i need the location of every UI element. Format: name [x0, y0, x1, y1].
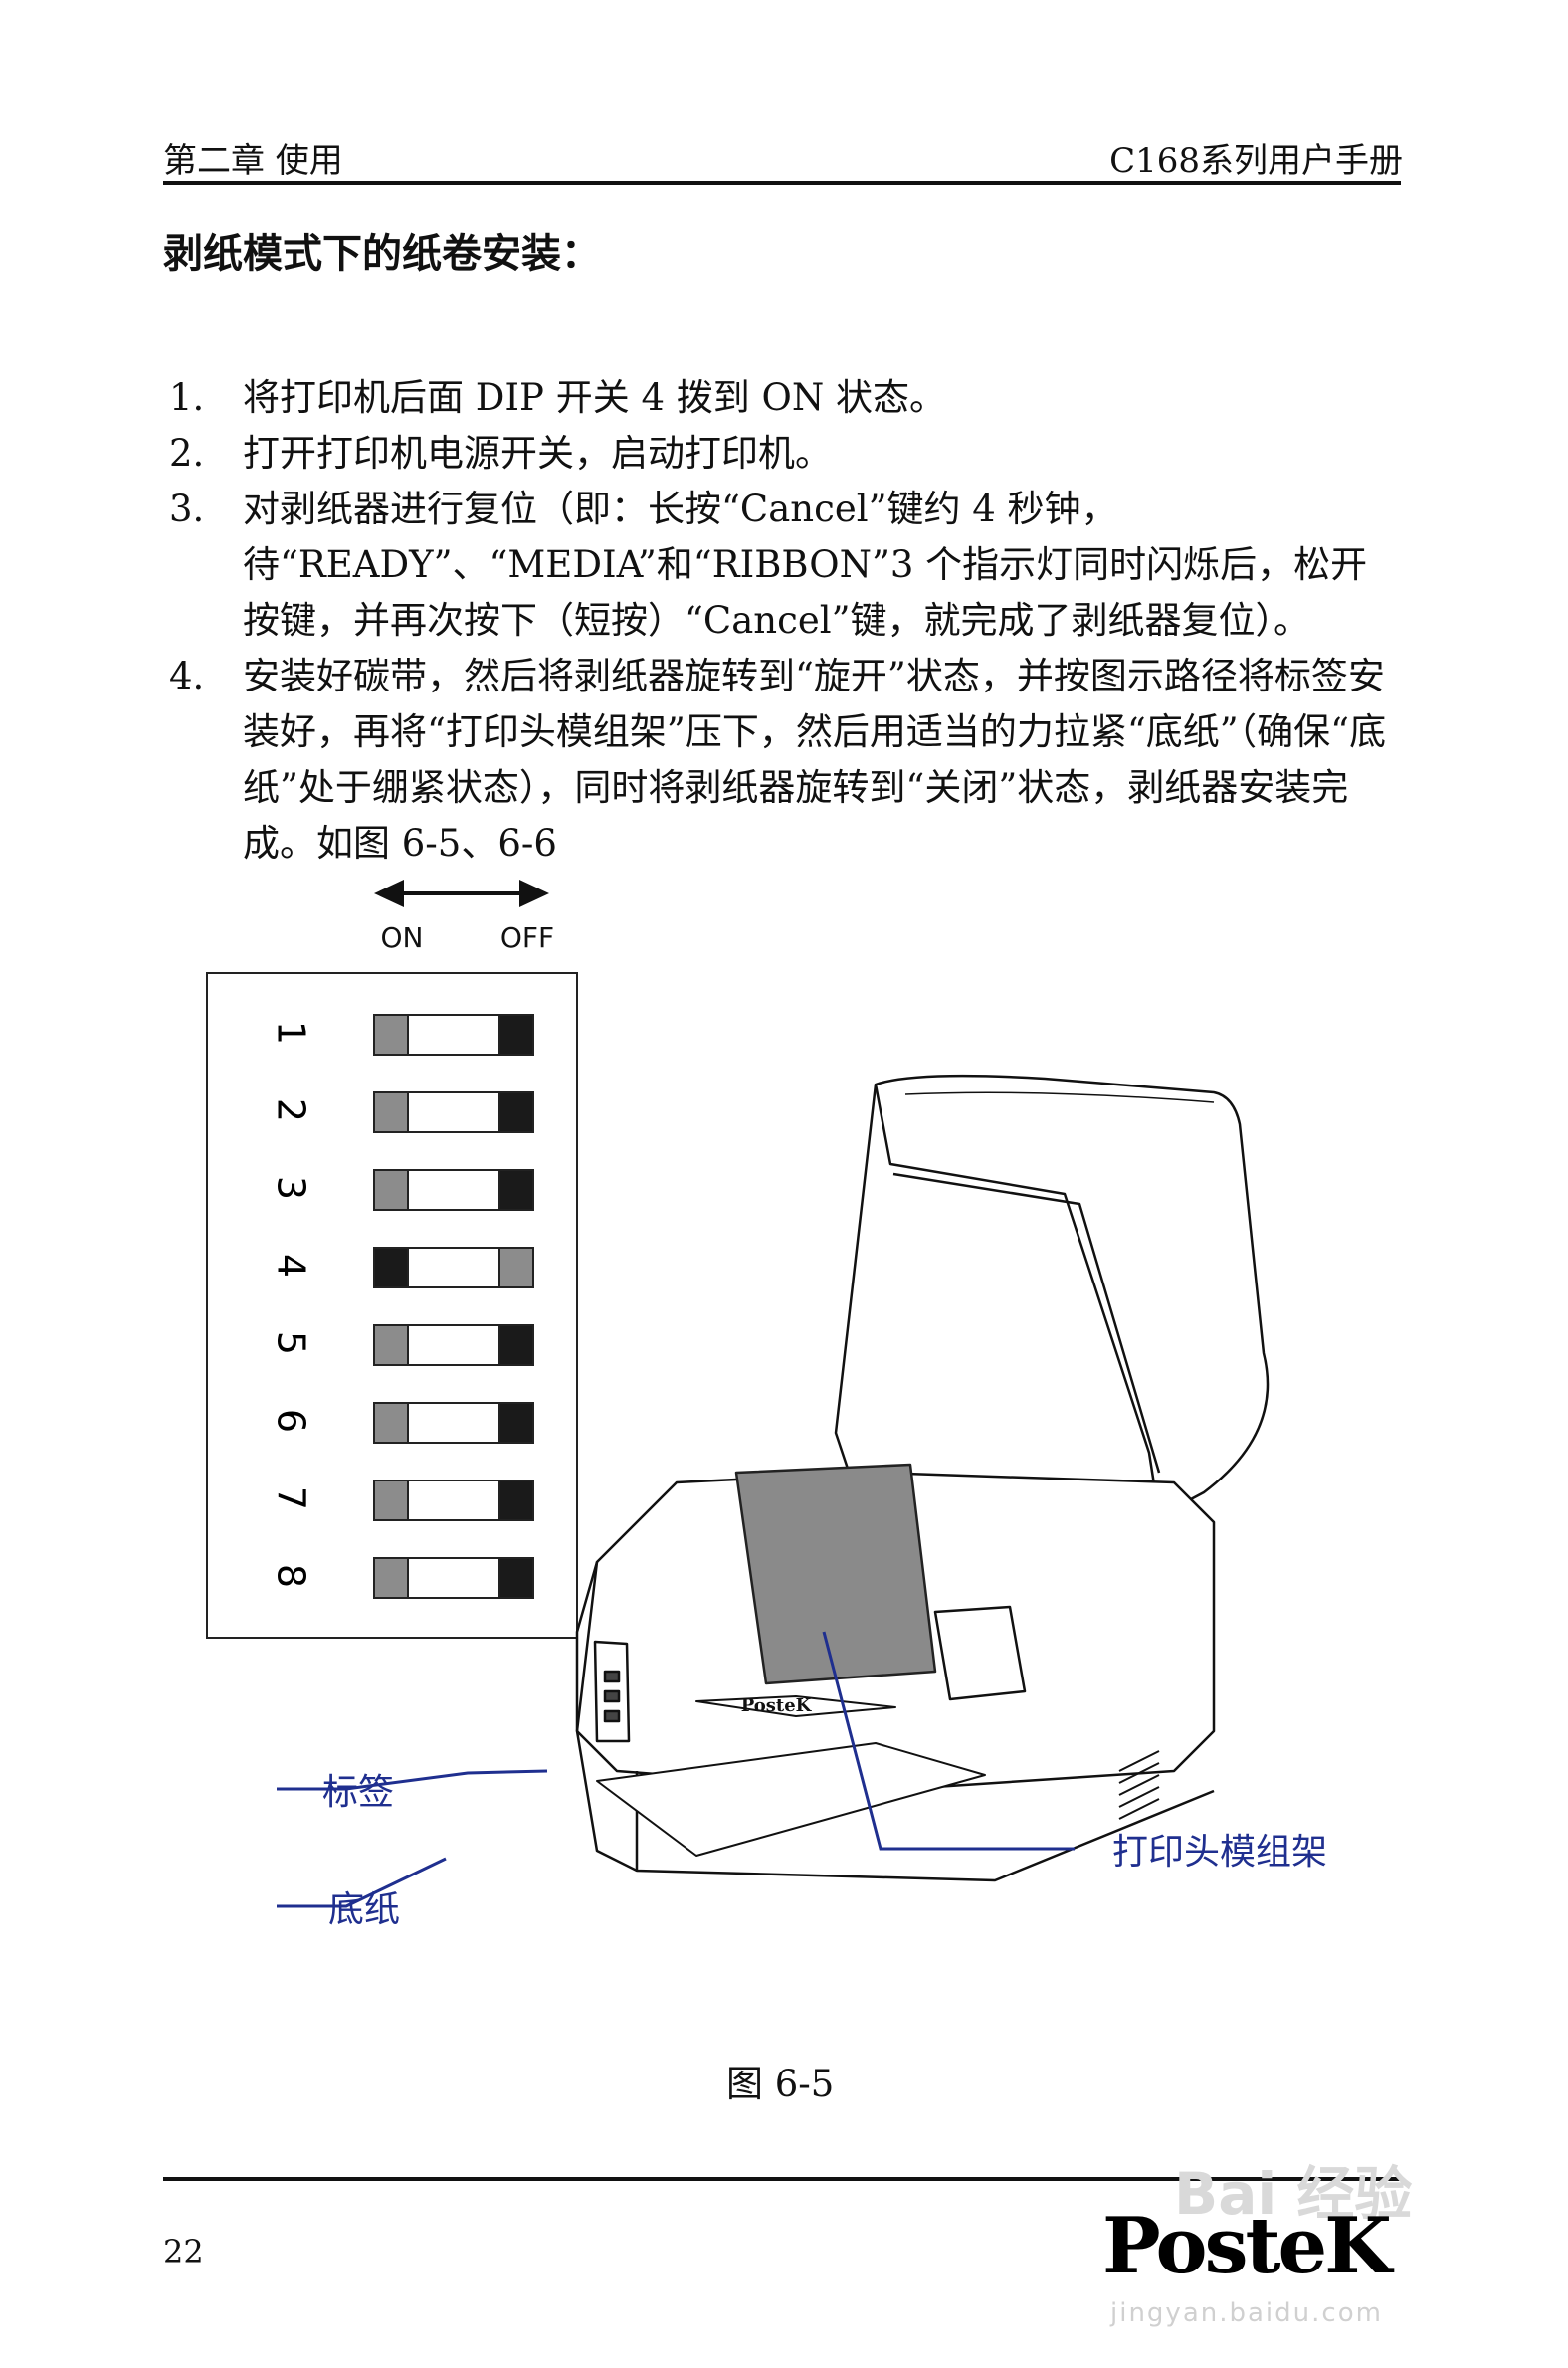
printer-lid [874, 1074, 1270, 1518]
dip-switch-5: 5 [270, 1324, 534, 1366]
dip-switch-3: 3 [270, 1169, 534, 1211]
dip-switch-off-side [498, 1324, 534, 1366]
printer-logo: PosteK [741, 1695, 813, 1716]
section-title: 剥纸模式下的纸卷安装： [163, 231, 601, 277]
callout-lines [277, 1631, 1075, 1908]
header-manual-title: C168系列用户手册 [1109, 141, 1403, 181]
dip-switch-number: 5 [270, 1331, 313, 1355]
footer-rule [163, 2177, 1401, 2181]
step-item: 1. 将打印机后面 DIP 开关 4 拨到 ON 状态。 [163, 370, 1397, 426]
step-text: 安装好碳带，然后将剥纸器旋转到“旋开”状态，并按图示路径将标签安装好，再将“打印… [243, 655, 1387, 865]
dip-switch-8: 8 [270, 1557, 534, 1599]
step-item: 4. 安装好碳带，然后将剥纸器旋转到“旋开”状态，并按图示路径将标签安装好，再将“… [163, 649, 1397, 872]
printer-indicator-light [603, 1689, 621, 1703]
dip-switch-off-side [498, 1014, 534, 1056]
dip-switch-2: 2 [270, 1091, 534, 1133]
dip-switch-off-side [498, 1480, 534, 1521]
step-text: 对剥纸器进行复位（即：长按“Cancel”键约 4 秒钟，待“READY”、“M… [243, 488, 1368, 642]
dip-switch-off-side [498, 1557, 534, 1599]
dip-switch-number: 6 [270, 1409, 313, 1433]
step-text: 将打印机后面 DIP 开关 4 拨到 ON 状态。 [243, 376, 946, 419]
backing-callout: 底纸 [328, 1889, 401, 1930]
dip-off-label: OFF [500, 921, 554, 954]
header-rule [163, 181, 1401, 185]
label-callout: 标签 [322, 1772, 395, 1813]
dip-switch-panel [206, 972, 578, 1639]
dip-switch-on-side [373, 1480, 409, 1521]
dip-switch-on-side [373, 1169, 409, 1211]
dip-switch-on-side [373, 1324, 409, 1366]
dip-switch-number: 4 [270, 1254, 313, 1278]
dip-direction-arrow [374, 880, 549, 907]
dip-switch-number: 3 [270, 1176, 313, 1200]
watermark-url: jingyan.baidu.com [1110, 2298, 1383, 2328]
dip-switch-number: 2 [270, 1098, 313, 1122]
dip-switch-on-side [373, 1557, 409, 1599]
backing-paper [596, 1742, 986, 1857]
lid-left-edge [834, 1084, 878, 1523]
ribbon [734, 1463, 937, 1685]
dip-switch-on-side [373, 1247, 409, 1288]
printhead-module [933, 1605, 1027, 1701]
printer-illustration: PosteK [575, 1074, 1270, 1882]
dip-switch-on-side [373, 1402, 409, 1444]
header-chapter: 第二章 使用 [163, 141, 343, 181]
dip-switch-7: 7 [270, 1480, 534, 1521]
dip-switch-6: 6 [270, 1402, 534, 1444]
lid-rim [904, 1091, 1215, 1103]
dip-switch-on-side [373, 1091, 409, 1133]
dip-switch-off-side [498, 1169, 534, 1211]
dip-switch-on-side [373, 1014, 409, 1056]
step-number: 1. [169, 376, 205, 419]
dip-switch-rows: 1 2 3 4 5 6 7 8 [270, 1014, 534, 1599]
figure-caption: 图 6-5 [726, 2063, 835, 2105]
dip-on-label: ON [381, 921, 424, 954]
dip-switch-off-side [498, 1247, 534, 1288]
printer-indicator-light [603, 1670, 621, 1683]
printer-indicator-light [603, 1709, 621, 1723]
printhead-callout: 打印头模组架 [1112, 1832, 1328, 1873]
step-number: 2. [169, 432, 205, 475]
dip-switch-1: 1 [270, 1014, 534, 1056]
dip-switch-off-side [498, 1091, 534, 1133]
step-text: 打开打印机电源开关，启动打印机。 [243, 432, 832, 475]
lid-inner-edge [892, 1172, 1161, 1474]
page-number: 22 [163, 2233, 204, 2270]
side-vent [1118, 1750, 1160, 1820]
body-front-edge [575, 1561, 599, 1731]
steps-list: 1. 将打印机后面 DIP 开关 4 拨到 ON 状态。 2. 打开打印机电源开关，… [163, 370, 1397, 872]
step-item: 2. 打开打印机电源开关，启动打印机。 [163, 426, 1397, 482]
dip-switch-off-side [498, 1402, 534, 1444]
body-base [635, 1771, 1215, 1882]
dip-switch-number: 1 [270, 1021, 313, 1045]
step-item: 3. 对剥纸器进行复位（即：长按“Cancel”键约 4 秒钟，待“READY”、… [163, 482, 1397, 649]
watermark-logo: Bai 经验 [1174, 2160, 1413, 2228]
step-number: 3. [169, 488, 205, 530]
step-number: 4. [169, 655, 205, 697]
dip-switch-number: 8 [270, 1564, 313, 1588]
body-left-corner [575, 1730, 638, 1873]
dip-switch-number: 7 [270, 1486, 313, 1510]
brand-logo: PosteK [1102, 2201, 1392, 2291]
dip-switch-4: 4 [270, 1247, 534, 1288]
